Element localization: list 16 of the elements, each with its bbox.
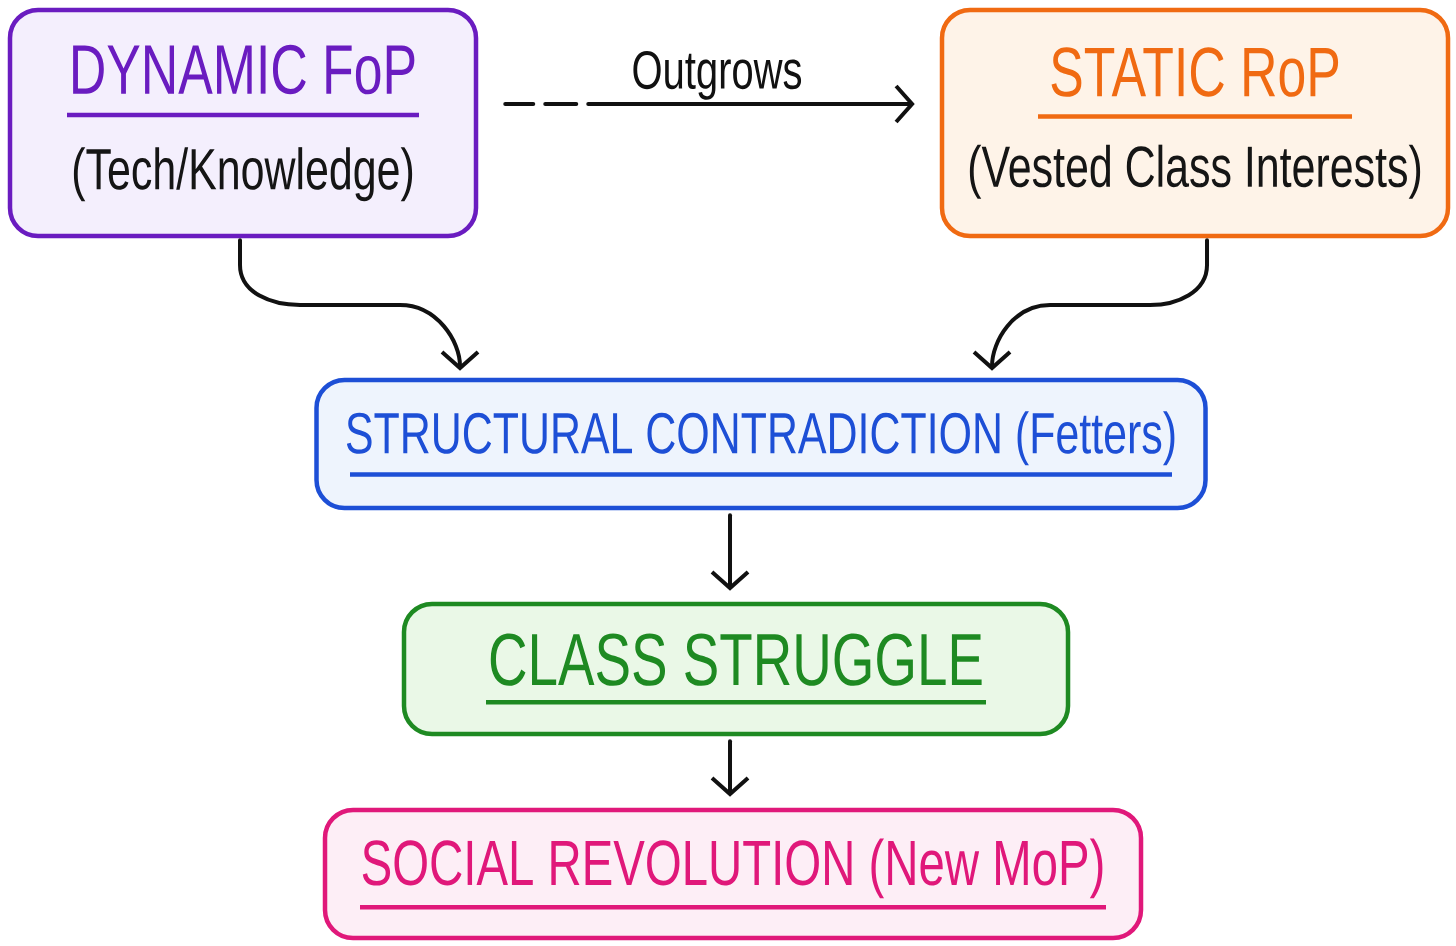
rounded-box xyxy=(7,7,479,239)
curved-arrow xyxy=(238,238,480,371)
rounded-box xyxy=(401,601,1071,737)
rounded-box xyxy=(322,807,1144,941)
title-text: STATIC RoP xyxy=(1051,47,1339,97)
title-text: STRUCTURAL CONTRADICTION (Fetters) xyxy=(346,411,1175,466)
title-text: DYNAMIC FoP xyxy=(73,44,415,95)
rounded-box xyxy=(314,377,1208,511)
subtitle-text: (Vested Class Interests) xyxy=(969,144,1421,199)
title-text: SOCIAL REVOLUTION (New MoP) xyxy=(362,838,1103,899)
rounded-box xyxy=(939,7,1451,239)
subtitle-text: (Tech/Knowledge) xyxy=(73,147,413,202)
curved-arrow xyxy=(972,238,1209,371)
title-text: CLASS STRUGGLE xyxy=(490,633,982,686)
edge-label: Outgrows xyxy=(630,49,804,101)
dashed-arrow xyxy=(503,84,915,124)
